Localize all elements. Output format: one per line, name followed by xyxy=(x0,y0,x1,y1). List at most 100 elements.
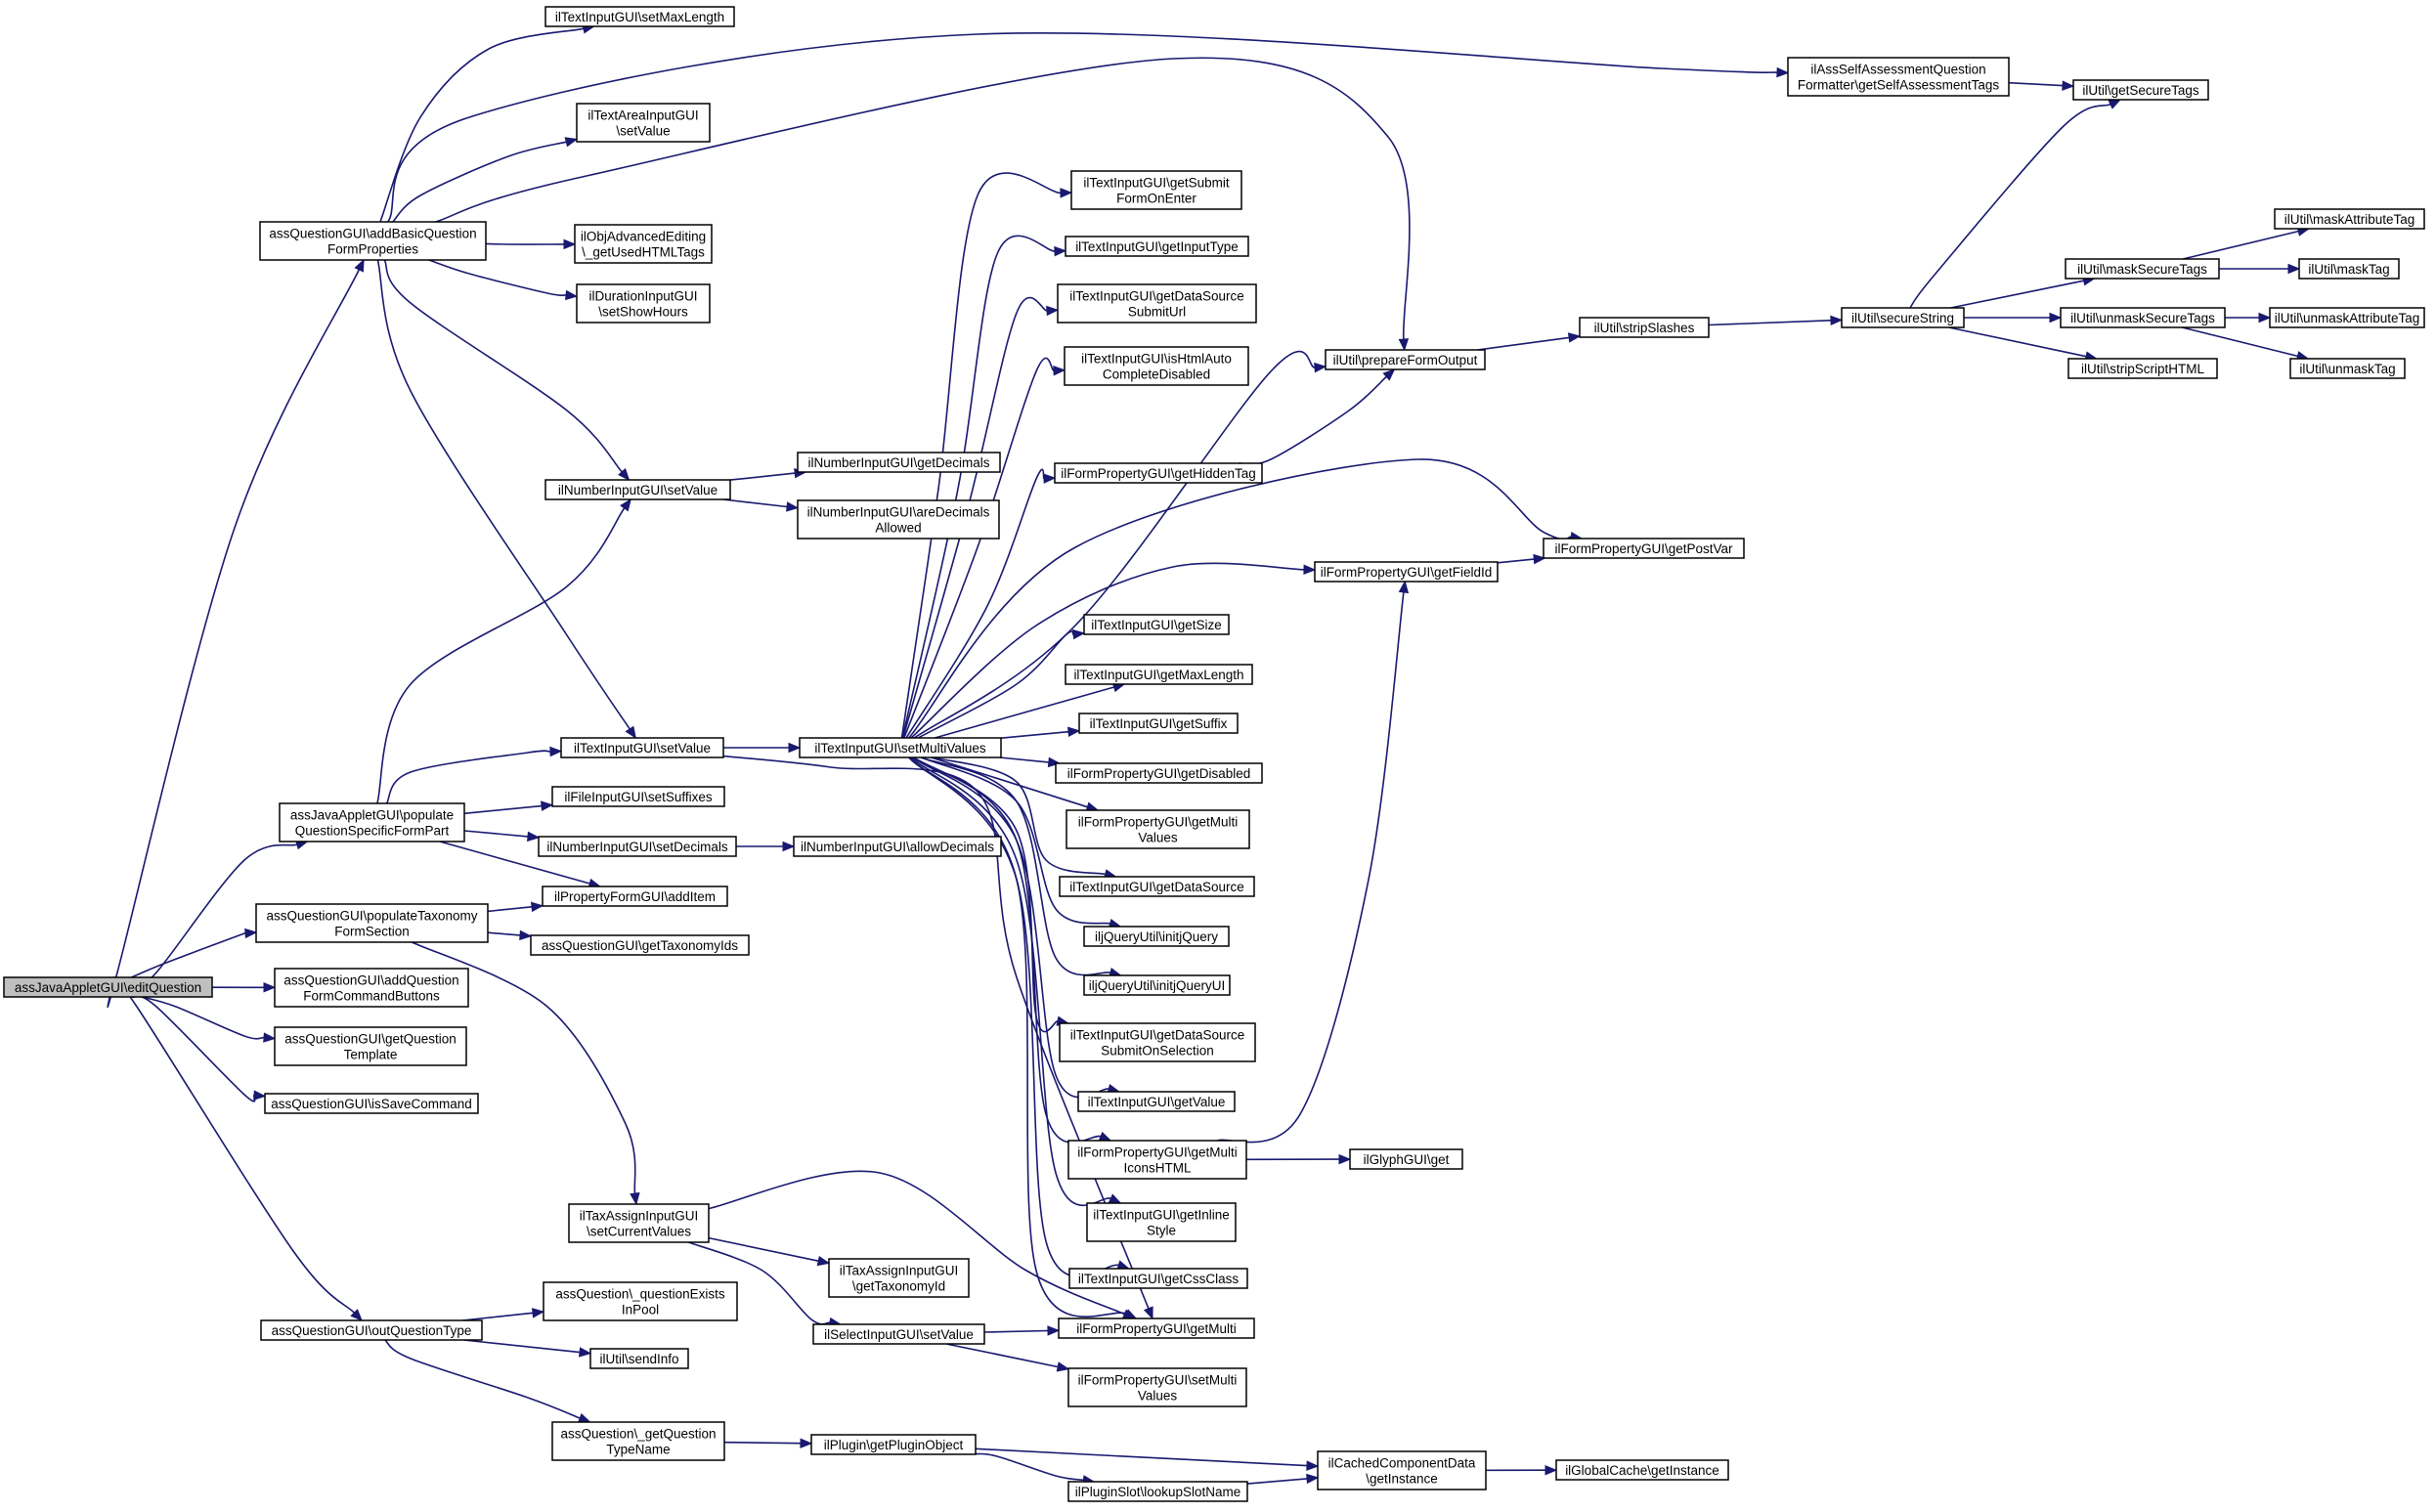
node-label: \getTaxonomyId xyxy=(852,1279,945,1294)
node-ilutil-unmaskattributetag[interactable]: ilUtil\unmaskAttributeTag xyxy=(2269,307,2425,328)
edge-arrowhead xyxy=(549,746,563,757)
node-label: ilNumberInputGUI\getDecimals xyxy=(807,455,989,470)
node-label: ilTaxAssignInputGUI xyxy=(580,1209,699,1224)
node-label: ilNumberInputGUI\allowDecimals xyxy=(801,840,994,854)
node-iljqueryutil-initjquery[interactable]: iljQueryUtil\initjQuery xyxy=(1083,926,1230,947)
node-label: assQuestionGUI\getQuestion xyxy=(284,1032,457,1047)
edge-n12-n23 xyxy=(722,498,800,512)
node-ilutil-masktag[interactable]: ilUtil\maskTag xyxy=(2298,258,2400,280)
node-ilpropertyformgui-additem[interactable]: ilPropertyFormGUI\addItem xyxy=(542,886,728,907)
node-assquestiongui-addquestion-formcommandbuttons[interactable]: assQuestionGUI\addQuestionFormCommandBut… xyxy=(274,968,469,1008)
edge-line xyxy=(908,756,1127,1318)
node-iltextinputgui-setmultivalues[interactable]: ilTextInputGUI\setMultiValues xyxy=(799,737,1002,758)
node-iltextinputgui-getcssclass[interactable]: ilTextInputGUI\getCssClass xyxy=(1068,1268,1248,1289)
node-ilcachedcomponentdata-getinstance[interactable]: ilCachedComponentData\getInstance xyxy=(1317,1450,1487,1490)
node-iltaxassigninputgui-gettaxonomyid[interactable]: ilTaxAssignInputGUI\getTaxonomyId xyxy=(828,1258,970,1298)
node-label: TypeName xyxy=(606,1443,670,1457)
node-assquestiongui-addbasicquestion-formproperties[interactable]: assQuestionGUI\addBasicQuestionFormPrope… xyxy=(259,221,487,261)
node-label: ilUtil\unmaskTag xyxy=(2299,362,2395,376)
node-ilformpropertygui-getpostvar[interactable]: ilFormPropertyGUI\getPostVar xyxy=(1543,538,1745,559)
node-ilformpropertygui-getdisabled[interactable]: ilFormPropertyGUI\getDisabled xyxy=(1055,762,1263,784)
edge-line xyxy=(905,468,1045,739)
node-ilutil-maskattributetag[interactable]: ilUtil\maskAttributeTag xyxy=(2274,208,2425,230)
node-label: Formatter\getSelfAssessmentTags xyxy=(1798,78,2000,93)
node-ilutil-stripslashes[interactable]: ilUtil\stripSlashes xyxy=(1579,317,1710,338)
edge-line xyxy=(1000,730,1069,739)
node-ilformpropertygui-getfieldid[interactable]: ilFormPropertyGUI\getFieldId xyxy=(1314,561,1499,583)
edge-line xyxy=(708,1170,1125,1316)
node-ilobjadvancedediting-getusedhtmltags[interactable]: ilObjAdvancedEditing\_getUsedHTMLTags xyxy=(574,224,713,264)
node-ilutil-unmasktag[interactable]: ilUtil\unmaskTag xyxy=(2289,358,2406,379)
node-ilnumberinputgui-setvalue[interactable]: ilNumberInputGUI\setValue xyxy=(544,479,731,500)
node-ilassselfassessmentquestion-formatter-getselfassessmenttags[interactable]: ilAssSelfAssessmentQuestionFormatter\get… xyxy=(1787,57,2010,97)
node-label: Template xyxy=(344,1048,398,1062)
node-assquestiongui-populatetaxonomy-formsection[interactable]: assQuestionGUI\populateTaxonomyFormSecti… xyxy=(255,903,489,943)
edge-line xyxy=(975,1452,1084,1482)
edge-n24-n36 xyxy=(935,682,1126,739)
node-assquestiongui-gettaxonomyids[interactable]: assQuestionGUI\getTaxonomyIds xyxy=(530,934,750,956)
node-assjavaappletgui-editquestion[interactable]: assJavaAppletGUI\editQuestion xyxy=(3,976,213,998)
node-assquestiongui-outquestiontype[interactable]: assQuestionGUI\outQuestionType xyxy=(260,1319,483,1341)
node-label: ilUtil\stripSlashes xyxy=(1594,321,1695,335)
node-iltaxassigninputgui-setcurrentvalues[interactable]: ilTaxAssignInputGUI\setCurrentValues xyxy=(568,1203,710,1243)
node-ilglyphgui-get[interactable]: ilGlyphGUI\get xyxy=(1349,1148,1463,1170)
edge-arrowhead xyxy=(1098,1131,1112,1142)
node-iltextinputgui-getvalue[interactable]: ilTextInputGUI\getValue xyxy=(1077,1091,1236,1112)
node-ilutil-prepareformoutput[interactable]: ilUtil\prepareFormOutput xyxy=(1325,349,1486,370)
node-ilformpropertygui-gethiddentag[interactable]: ilFormPropertyGUI\getHiddenTag xyxy=(1054,462,1263,484)
node-ilnumberinputgui-setdecimals[interactable]: ilNumberInputGUI\setDecimals xyxy=(538,836,737,857)
node-iltextareainputgui-setvalue[interactable]: ilTextAreaInputGUI\setValue xyxy=(576,103,711,143)
node-label: ilFormPropertyGUI\getDisabled xyxy=(1067,766,1251,781)
node-assjavaappletgui-populate-questionspecificformpart[interactable]: assJavaAppletGUI\populateQuestionSpecifi… xyxy=(279,802,465,842)
node-ilutil-getsecuretags[interactable]: ilUtil\getSecureTags xyxy=(2072,79,2209,101)
node-label: ilTextInputGUI\isHtmlAuto xyxy=(1081,352,1232,367)
edge-arrowhead xyxy=(1047,756,1062,768)
node-label: ilCachedComponentData xyxy=(1328,1456,1476,1471)
node-iltextinputgui-ishtmlauto-completedisabled[interactable]: ilTextInputGUI\isHtmlAutoCompleteDisable… xyxy=(1064,346,1249,386)
node-iltextinputgui-getinputtype[interactable]: ilTextInputGUI\getInputType xyxy=(1065,236,1249,257)
node-label: ilFormPropertyGUI\getMulti xyxy=(1078,815,1239,830)
node-ilutil-masksecuretags[interactable]: ilUtil\maskSecureTags xyxy=(2065,258,2220,280)
node-iltextinputgui-getmaxlength[interactable]: ilTextInputGUI\getMaxLength xyxy=(1065,664,1253,685)
node-label: ilUtil\unmaskSecureTags xyxy=(2070,311,2215,325)
node-box xyxy=(1055,762,1263,784)
node-ilnumberinputgui-getdecimals[interactable]: ilNumberInputGUI\getDecimals xyxy=(797,452,1001,473)
node-iltextinputgui-getdatasource-submitonselection[interactable]: ilTextInputGUI\getDataSourceSubmitOnSele… xyxy=(1059,1022,1256,1062)
node-ilselectinputgui-setvalue[interactable]: ilSelectInputGUI\setValue xyxy=(812,1323,985,1345)
node-label: ilTextInputGUI\getValue xyxy=(1088,1095,1226,1109)
node-ildurationinputgui-setshowhours[interactable]: ilDurationInputGUI\setShowHours xyxy=(576,283,711,324)
node-ilplugin-getpluginobject[interactable]: ilPlugin\getPluginObject xyxy=(810,1434,977,1455)
edge-arrowhead xyxy=(620,497,631,512)
node-ilpluginslot-lookupslotname[interactable]: ilPluginSlot\lookupSlotName xyxy=(1067,1481,1248,1502)
node-assquestiongui-issavecommand[interactable]: assQuestionGUI\isSaveCommand xyxy=(264,1093,479,1114)
node-label: ilTextInputGUI\setValue xyxy=(574,741,711,756)
node-ilutil-unmasksecuretags[interactable]: ilUtil\unmaskSecureTags xyxy=(2060,307,2226,328)
node-ilutil-sendinfo[interactable]: ilUtil\sendInfo xyxy=(589,1348,689,1369)
node-iljqueryutil-initjqueryui[interactable]: iljQueryUtil\initjQueryUI xyxy=(1083,974,1231,996)
node-label: ilTextInputGUI\getSubmit xyxy=(1083,176,1230,191)
node-iltextinputgui-getsuffix[interactable]: ilTextInputGUI\getSuffix xyxy=(1078,713,1239,734)
node-ilfileinputgui-setsuffixes[interactable]: ilFileInputGUI\setSuffixes xyxy=(551,786,725,807)
node-iltextinputgui-getdatasource[interactable]: ilTextInputGUI\getDataSource xyxy=(1059,876,1255,897)
node-ilutil-stripscripthtml[interactable]: ilUtil\stripScriptHTML xyxy=(2067,358,2218,379)
node-ilformpropertygui-setmulti-values[interactable]: ilFormPropertyGUI\setMultiValues xyxy=(1067,1367,1247,1407)
node-label: assJavaAppletGUI\populate xyxy=(290,808,454,823)
node-iltextinputgui-setmaxlength[interactable]: ilTextInputGUI\setMaxLength xyxy=(544,6,735,27)
node-box xyxy=(1067,1481,1248,1502)
node-label: ilPlugin\getPluginObject xyxy=(824,1438,964,1452)
node-ilutil-securestring[interactable]: ilUtil\secureString xyxy=(1841,307,1965,328)
node-ilformpropertygui-getmulti[interactable]: ilFormPropertyGUI\getMulti xyxy=(1058,1318,1255,1339)
node-iltextinputgui-getsize[interactable]: ilTextInputGUI\getSize xyxy=(1083,614,1230,635)
node-ilglobalcache-getinstance[interactable]: ilGlobalCache\getInstance xyxy=(1555,1459,1729,1481)
node-ilnumberinputgui-allowdecimals[interactable]: ilNumberInputGUI\allowDecimals xyxy=(793,836,1002,857)
node-iltextinputgui-setvalue[interactable]: ilTextInputGUI\setValue xyxy=(560,737,724,758)
